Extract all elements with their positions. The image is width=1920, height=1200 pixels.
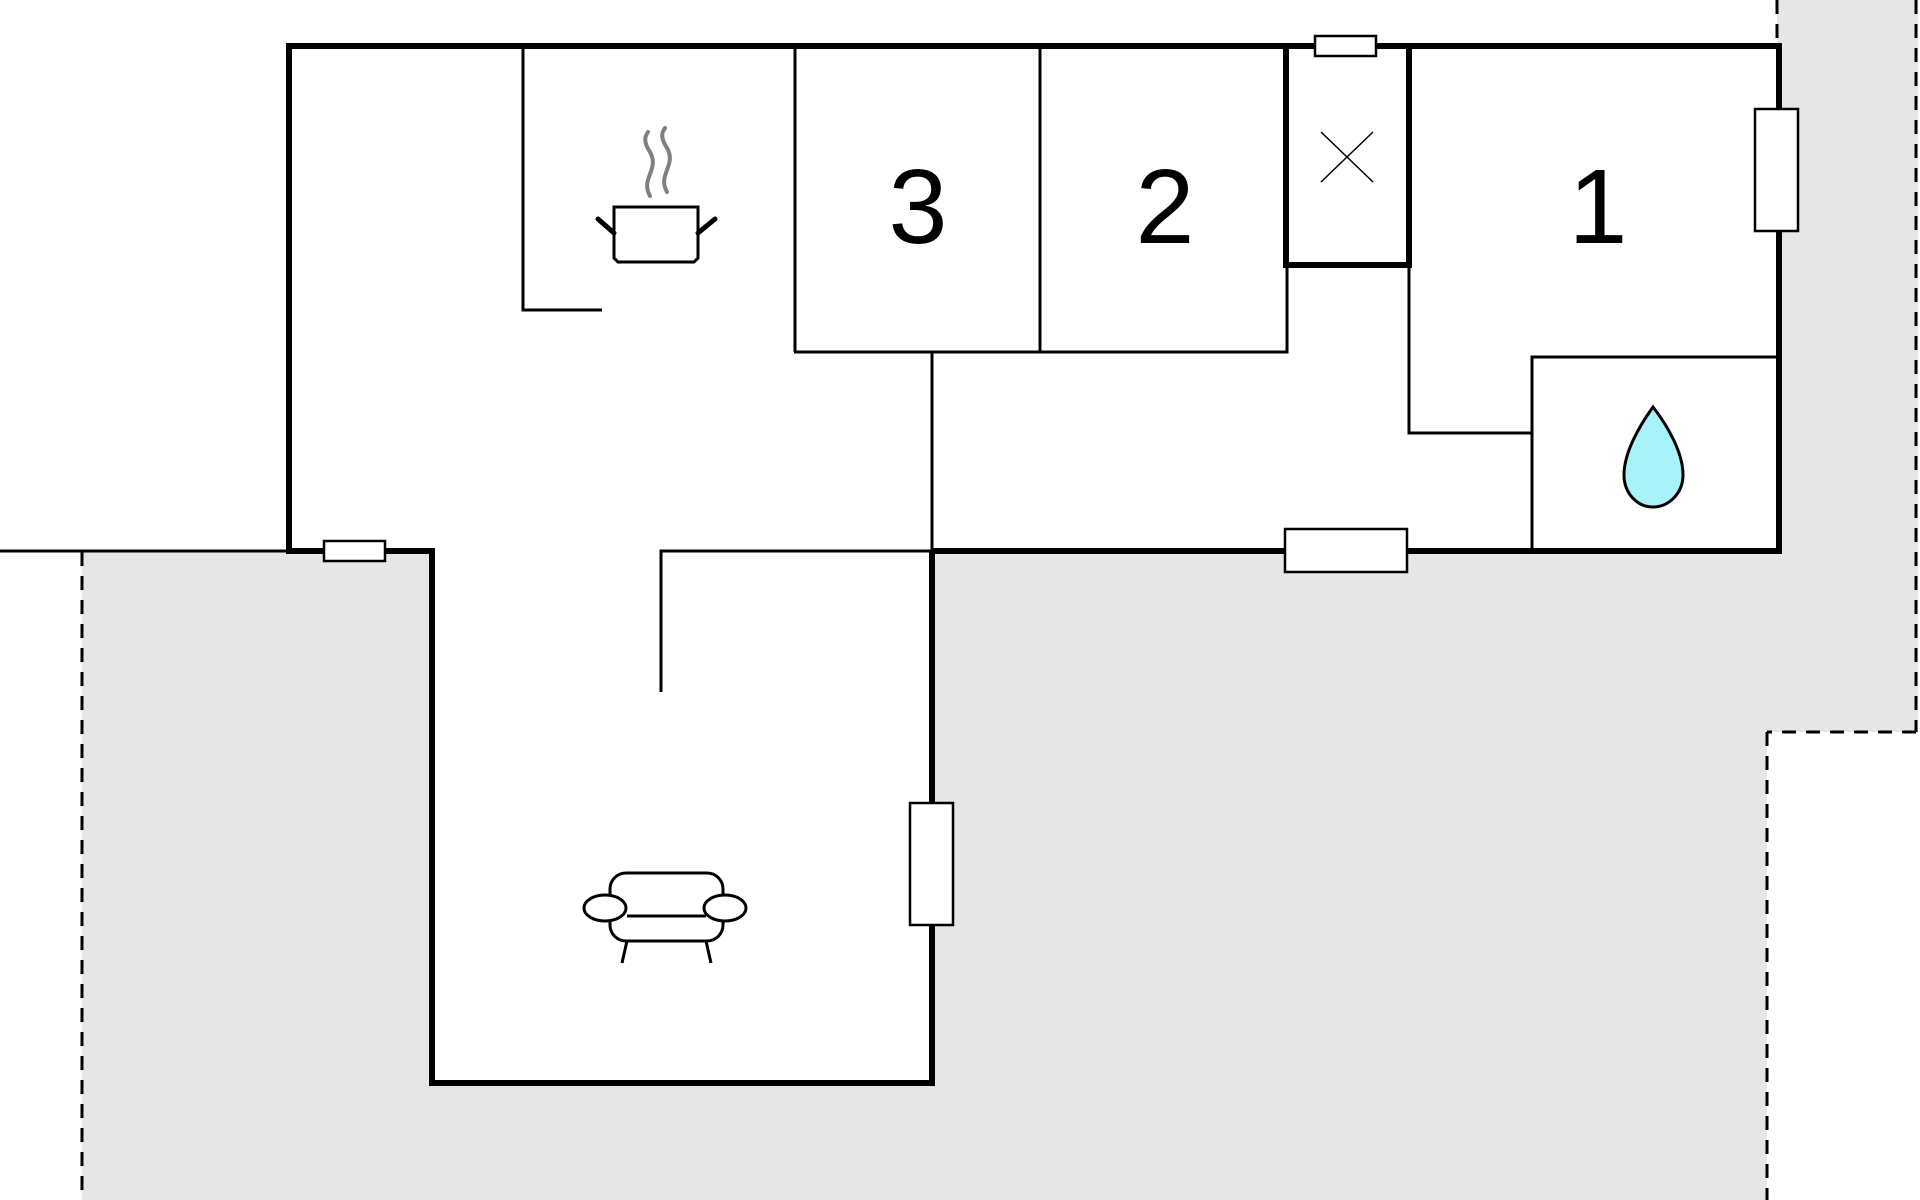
- room-number-1: 1: [1569, 148, 1628, 266]
- kitchen-wall: [521, 46, 602, 312]
- wall-bedrooms-bottom: [794, 265, 1289, 354]
- terrace-left: [82, 550, 432, 1200]
- water-drop-icon: [1622, 404, 1685, 509]
- sofa-icon: [582, 871, 748, 964]
- room1-wall: [1407, 265, 1532, 435]
- cross-icon: [1320, 131, 1374, 183]
- window-right: [1753, 107, 1800, 233]
- window-top: [1313, 34, 1378, 58]
- interior-walls: [521, 46, 1779, 692]
- windows: [322, 34, 1800, 927]
- outdoor-area: [82, 0, 1918, 1200]
- house-floor: [289, 47, 1776, 1083]
- cooking-pot-icon: [595, 126, 718, 264]
- room-number-2: 2: [1136, 148, 1195, 266]
- living-wall: [659, 549, 932, 692]
- window-bottom: [1283, 527, 1409, 574]
- window-living: [908, 801, 955, 927]
- terrace-right: [932, 0, 1918, 1200]
- room-number-3: 3: [889, 148, 948, 266]
- bathroom-wall: [1530, 355, 1779, 549]
- outer-wall: [286, 43, 1782, 1086]
- window-left: [322, 539, 387, 563]
- property-boundary: [80, 0, 1918, 1200]
